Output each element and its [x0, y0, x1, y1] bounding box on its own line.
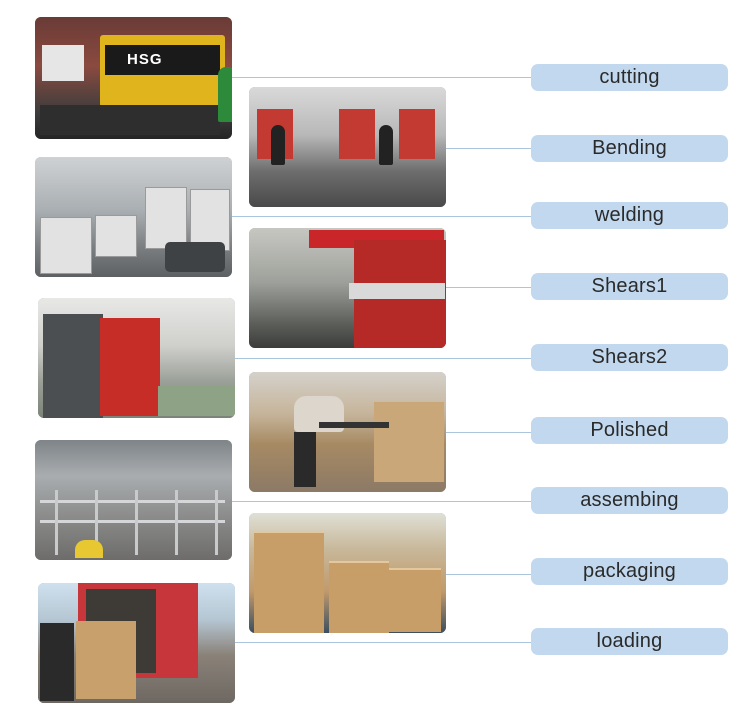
connector-shears2 — [235, 358, 532, 359]
step-label-assembing: assembing — [531, 487, 728, 514]
polished-photo — [249, 372, 446, 492]
connector-welding — [232, 216, 532, 217]
cutting-photo: HSG — [35, 17, 232, 139]
step-label-shears1: Shears1 — [531, 273, 728, 300]
step-label-cutting: cutting — [531, 64, 728, 91]
worker-figure — [218, 67, 232, 122]
step-label-bending: Bending — [531, 135, 728, 162]
assembing-photo — [35, 440, 232, 560]
connector-polished — [446, 432, 532, 433]
loading-photo — [38, 583, 235, 703]
connector-assembing — [232, 501, 532, 502]
machine-brand-logo: HSG — [127, 51, 163, 68]
press-brake — [100, 318, 160, 416]
forklift — [40, 623, 74, 701]
step-label-packaging: packaging — [531, 558, 728, 585]
connector-shears1 — [446, 287, 532, 288]
notice-board — [42, 45, 84, 81]
worker-figure — [271, 125, 285, 165]
bending-photo — [249, 87, 446, 207]
connector-cutting — [232, 77, 532, 78]
worker-figure — [379, 125, 393, 165]
welding-photo — [35, 157, 232, 277]
shears2-photo — [38, 298, 235, 418]
shears1-photo — [249, 228, 446, 348]
worker-figure — [75, 540, 103, 558]
packaging-photo — [249, 513, 446, 633]
step-label-shears2: Shears2 — [531, 344, 728, 371]
step-label-loading: loading — [531, 628, 728, 655]
step-label-polished: Polished — [531, 417, 728, 444]
connector-loading — [232, 642, 532, 643]
step-label-welding: welding — [531, 202, 728, 229]
connector-packaging — [446, 574, 532, 575]
connector-bending — [446, 148, 532, 149]
